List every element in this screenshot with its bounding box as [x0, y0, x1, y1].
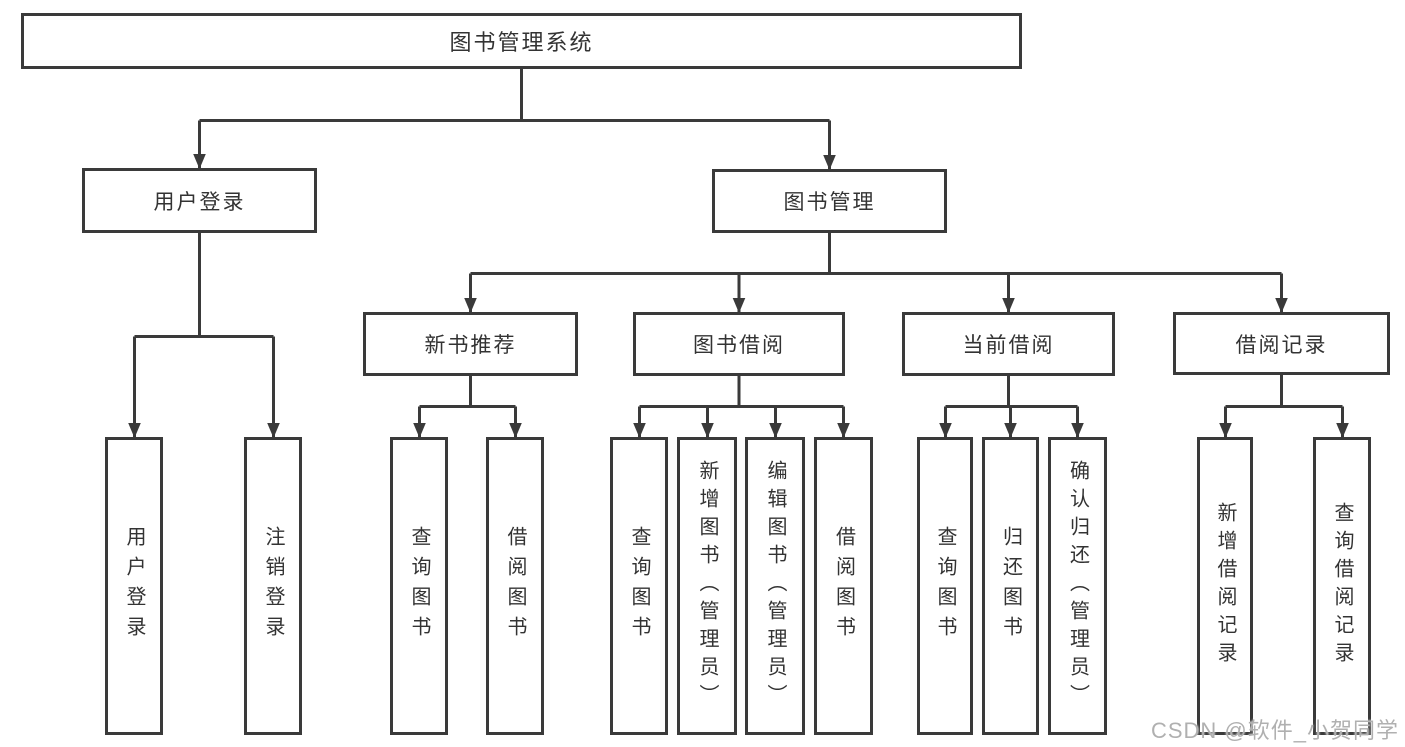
leaf-borrow-books-recommend: 借阅图书 [486, 437, 544, 735]
leaf-add-borrow-record: 新增借阅记录 [1197, 437, 1253, 735]
node-label: 用户登录 [123, 526, 145, 646]
node-label: 借阅记录 [1235, 333, 1328, 357]
leaf-return-books: 归还图书 [982, 437, 1039, 735]
leaf-query-books-recommend: 查询图书 [390, 437, 448, 735]
leaf-edit-books-admin: 编辑图书（管理员） [745, 437, 805, 735]
node-label: 新增借阅记录 [1214, 502, 1236, 670]
node-label: 查询图书 [628, 526, 650, 646]
node-library-management-system: 图书管理系统 [21, 13, 1022, 69]
node-label: 当前借阅 [962, 334, 1055, 357]
node-label: 编辑图书（管理员） [764, 460, 786, 712]
node-label: 确认归还（管理员） [1066, 460, 1089, 712]
node-label: 图书借阅 [693, 334, 785, 357]
node-label: 借阅图书 [504, 526, 526, 646]
leaf-query-books-current: 查询图书 [917, 437, 973, 735]
node-book-management: 图书管理 [712, 169, 947, 233]
node-book-borrowing: 图书借阅 [633, 312, 845, 376]
node-new-book-recommend: 新书推荐 [363, 312, 578, 376]
node-label: 新增图书（管理员） [696, 460, 718, 712]
leaf-query-books-borrowing: 查询图书 [610, 437, 668, 735]
node-borrowing-records: 借阅记录 [1173, 312, 1390, 375]
node-label: 查询图书 [408, 526, 430, 646]
tree-trunk-lines [134, 68, 1343, 408]
node-user-login: 用户登录 [82, 168, 317, 233]
node-label: 注销登录 [262, 526, 284, 646]
node-label: 用户登录 [153, 190, 246, 214]
node-label: 借阅图书 [832, 526, 855, 646]
csdn-watermark: CSDN @软件_小贺同学 [1150, 718, 1399, 743]
node-label: 归还图书 [999, 526, 1022, 646]
node-label: 图书管理 [783, 191, 876, 214]
leaf-borrow-books: 借阅图书 [814, 437, 873, 735]
leaf-user-login: 用户登录 [105, 437, 163, 735]
leaf-query-borrow-record: 查询借阅记录 [1313, 437, 1371, 735]
node-label: 图书管理系统 [449, 30, 594, 55]
leaf-logout: 注销登录 [244, 437, 302, 735]
node-label: 新书推荐 [424, 334, 517, 357]
leaf-add-books-admin: 新增图书（管理员） [677, 437, 737, 735]
node-current-borrowing: 当前借阅 [902, 312, 1115, 376]
node-label: 查询图书 [934, 526, 956, 646]
node-label: 查询借阅记录 [1331, 502, 1353, 670]
arrow-connectors [128, 120, 1349, 438]
leaf-confirm-return-admin: 确认归还（管理员） [1048, 437, 1107, 735]
